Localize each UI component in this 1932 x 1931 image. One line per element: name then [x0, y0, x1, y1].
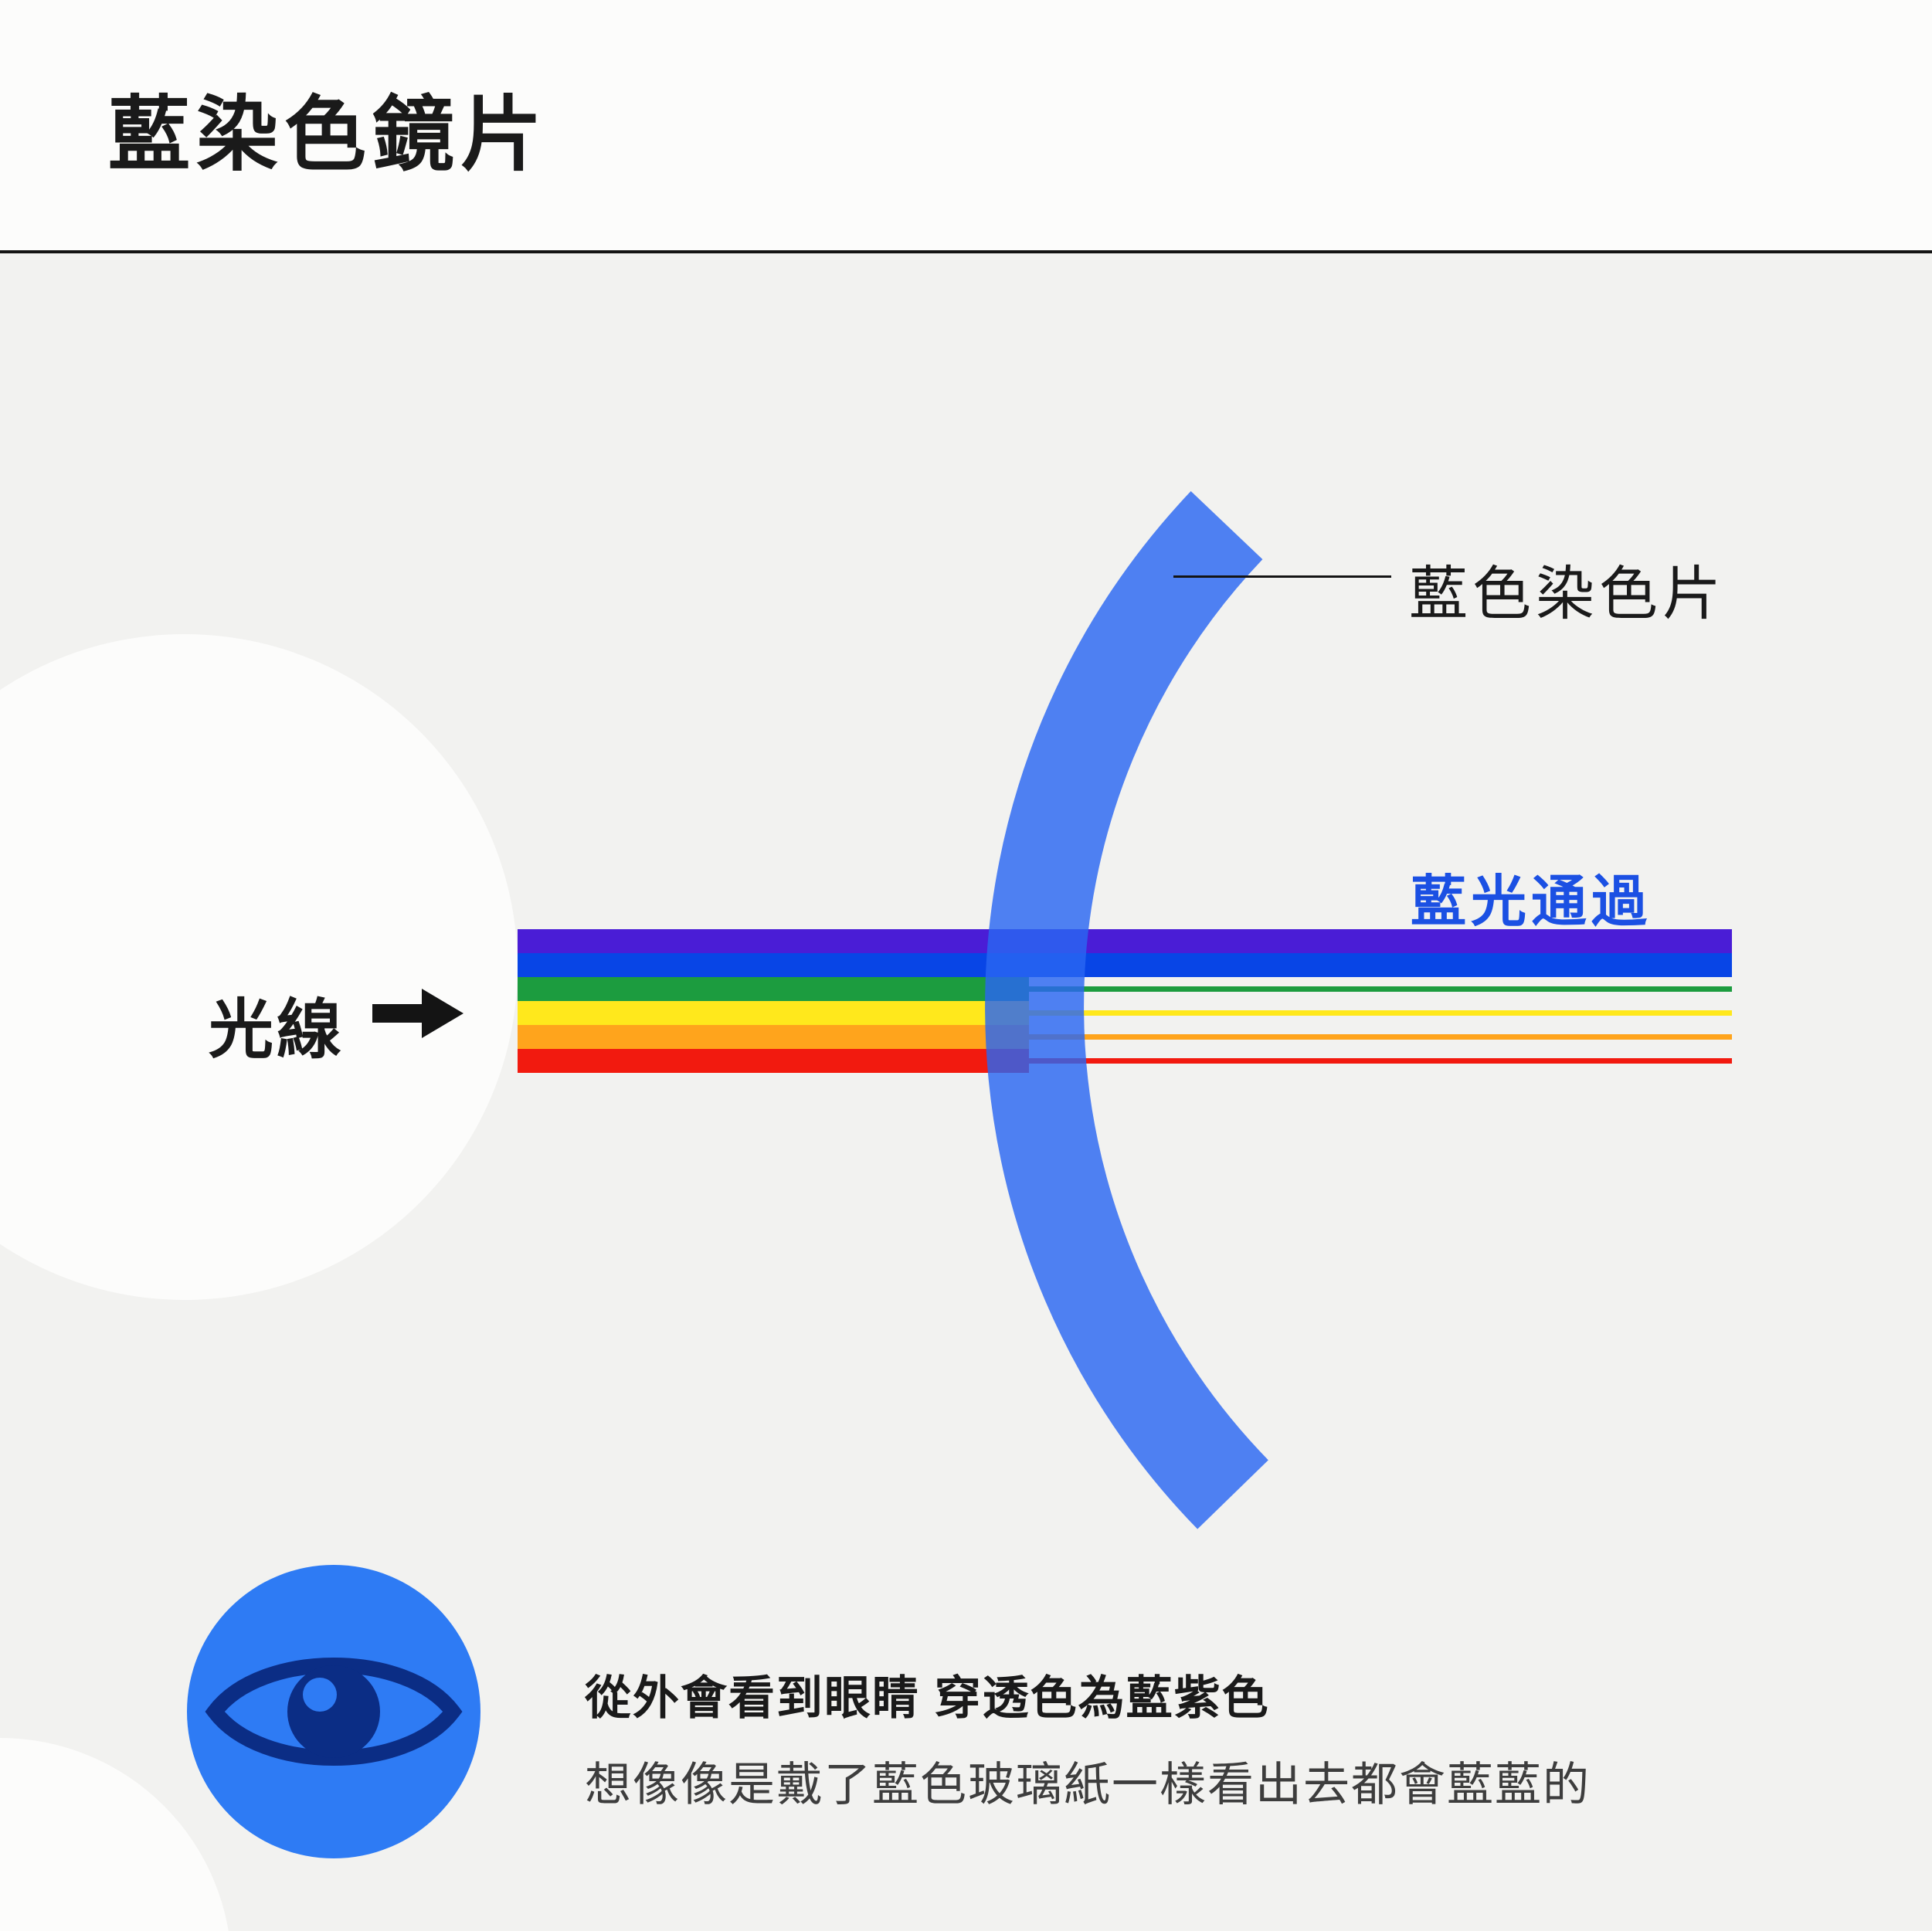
light-ray-label: 光線	[209, 993, 345, 1066]
stripe-yellow-thin	[1029, 1010, 1732, 1016]
header-divider	[0, 250, 1932, 253]
eye-icon-outline	[205, 1658, 463, 1766]
stripe-yellow-thick	[518, 1001, 1029, 1025]
stripe-orange-thick	[518, 1025, 1029, 1049]
white-curve-pocket	[0, 634, 518, 1300]
blue-light-pass-label: 藍光通過	[1411, 871, 1652, 933]
lens-leader-line	[1173, 575, 1391, 578]
page-title: 藍染色鏡片	[108, 90, 548, 181]
eye-icon-iris	[287, 1665, 380, 1758]
note-line-bold: 從外會看到眼睛 穿透色為藍紫色	[585, 1672, 1270, 1724]
lens-label: 藍色染色片	[1409, 562, 1726, 627]
stripe-orange-thin	[1029, 1034, 1732, 1040]
eye-icon-highlight	[303, 1678, 337, 1712]
eye-icon	[187, 1565, 480, 1858]
stripe-green-thick	[518, 977, 1029, 1001]
stripe-blue	[518, 953, 1732, 977]
arrow-right-icon	[372, 989, 463, 1038]
note-line-regular: 想像像是戴了藍色玻璃紙一樣看出去都會藍藍的	[585, 1759, 1591, 1811]
stripe-green-thin	[1029, 986, 1732, 992]
stripe-red-thick	[518, 1049, 1029, 1073]
stripe-red-thin	[1029, 1058, 1732, 1064]
